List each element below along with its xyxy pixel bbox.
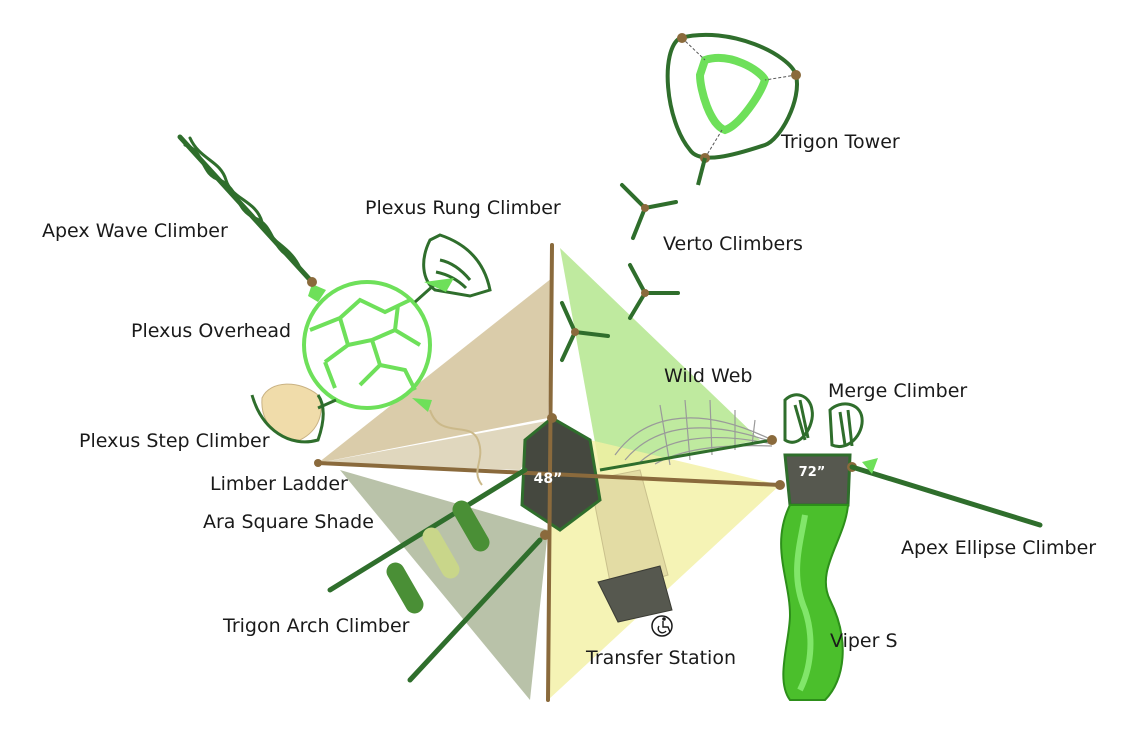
label-viper-s: Viper S: [830, 630, 898, 652]
apex-wave-climber-post: [307, 277, 317, 287]
viper-s-slide: [780, 504, 850, 701]
plexus-step-climber: [250, 383, 337, 444]
label-trigon-tower: Trigon Tower: [781, 131, 900, 153]
label-plexus-overhead: Plexus Overhead: [131, 320, 292, 342]
trigon-arch-climber: [327, 467, 543, 683]
label-plexus-rung-climber: Plexus Rung Climber: [365, 197, 561, 219]
shade-sail-tan-lower: [318, 420, 552, 470]
post-joints: [314, 413, 557, 540]
label-ara-square-shade: Ara Square Shade: [203, 511, 374, 533]
apex-wave-climber: [177, 134, 315, 285]
shade-sail-olive: [340, 470, 548, 700]
label-apex-wave-climber: Apex Wave Climber: [42, 220, 228, 242]
plexus-overhead: [302, 280, 432, 410]
apex-wave-climber-cap: [308, 284, 326, 302]
label-trigon-arch-climber: Trigon Arch Climber: [223, 615, 410, 637]
main-deck-height: 48”: [534, 471, 563, 487]
shade-sail-green: [560, 248, 760, 470]
label-limber-ladder: Limber Ladder: [210, 473, 348, 495]
label-apex-ellipse-climber: Apex Ellipse Climber: [901, 537, 1097, 559]
wild-web: [599, 399, 773, 472]
label-plexus-step-climber: Plexus Step Climber: [79, 430, 270, 452]
merge-climber: [783, 393, 864, 448]
apex-ellipse-climber: [849, 458, 1043, 528]
limber-ladder: [412, 398, 483, 486]
transfer-station: [589, 469, 673, 623]
plexus-rung-climber: [413, 233, 492, 304]
trigon-tower: [665, 32, 801, 186]
label-merge-climber: Merge Climber: [828, 380, 968, 402]
label-transfer-station: Transfer Station: [586, 647, 736, 669]
shade-sail-tan: [318, 278, 552, 463]
shade-posts: [316, 243, 782, 702]
label-verto-climbers: Verto Climbers: [663, 233, 803, 255]
label-wild-web: Wild Web: [664, 365, 753, 387]
wheelchair-accessibility-icon: [651, 615, 673, 637]
verto-climbers: [560, 183, 680, 362]
slide-deck-height: 72”: [799, 465, 826, 480]
